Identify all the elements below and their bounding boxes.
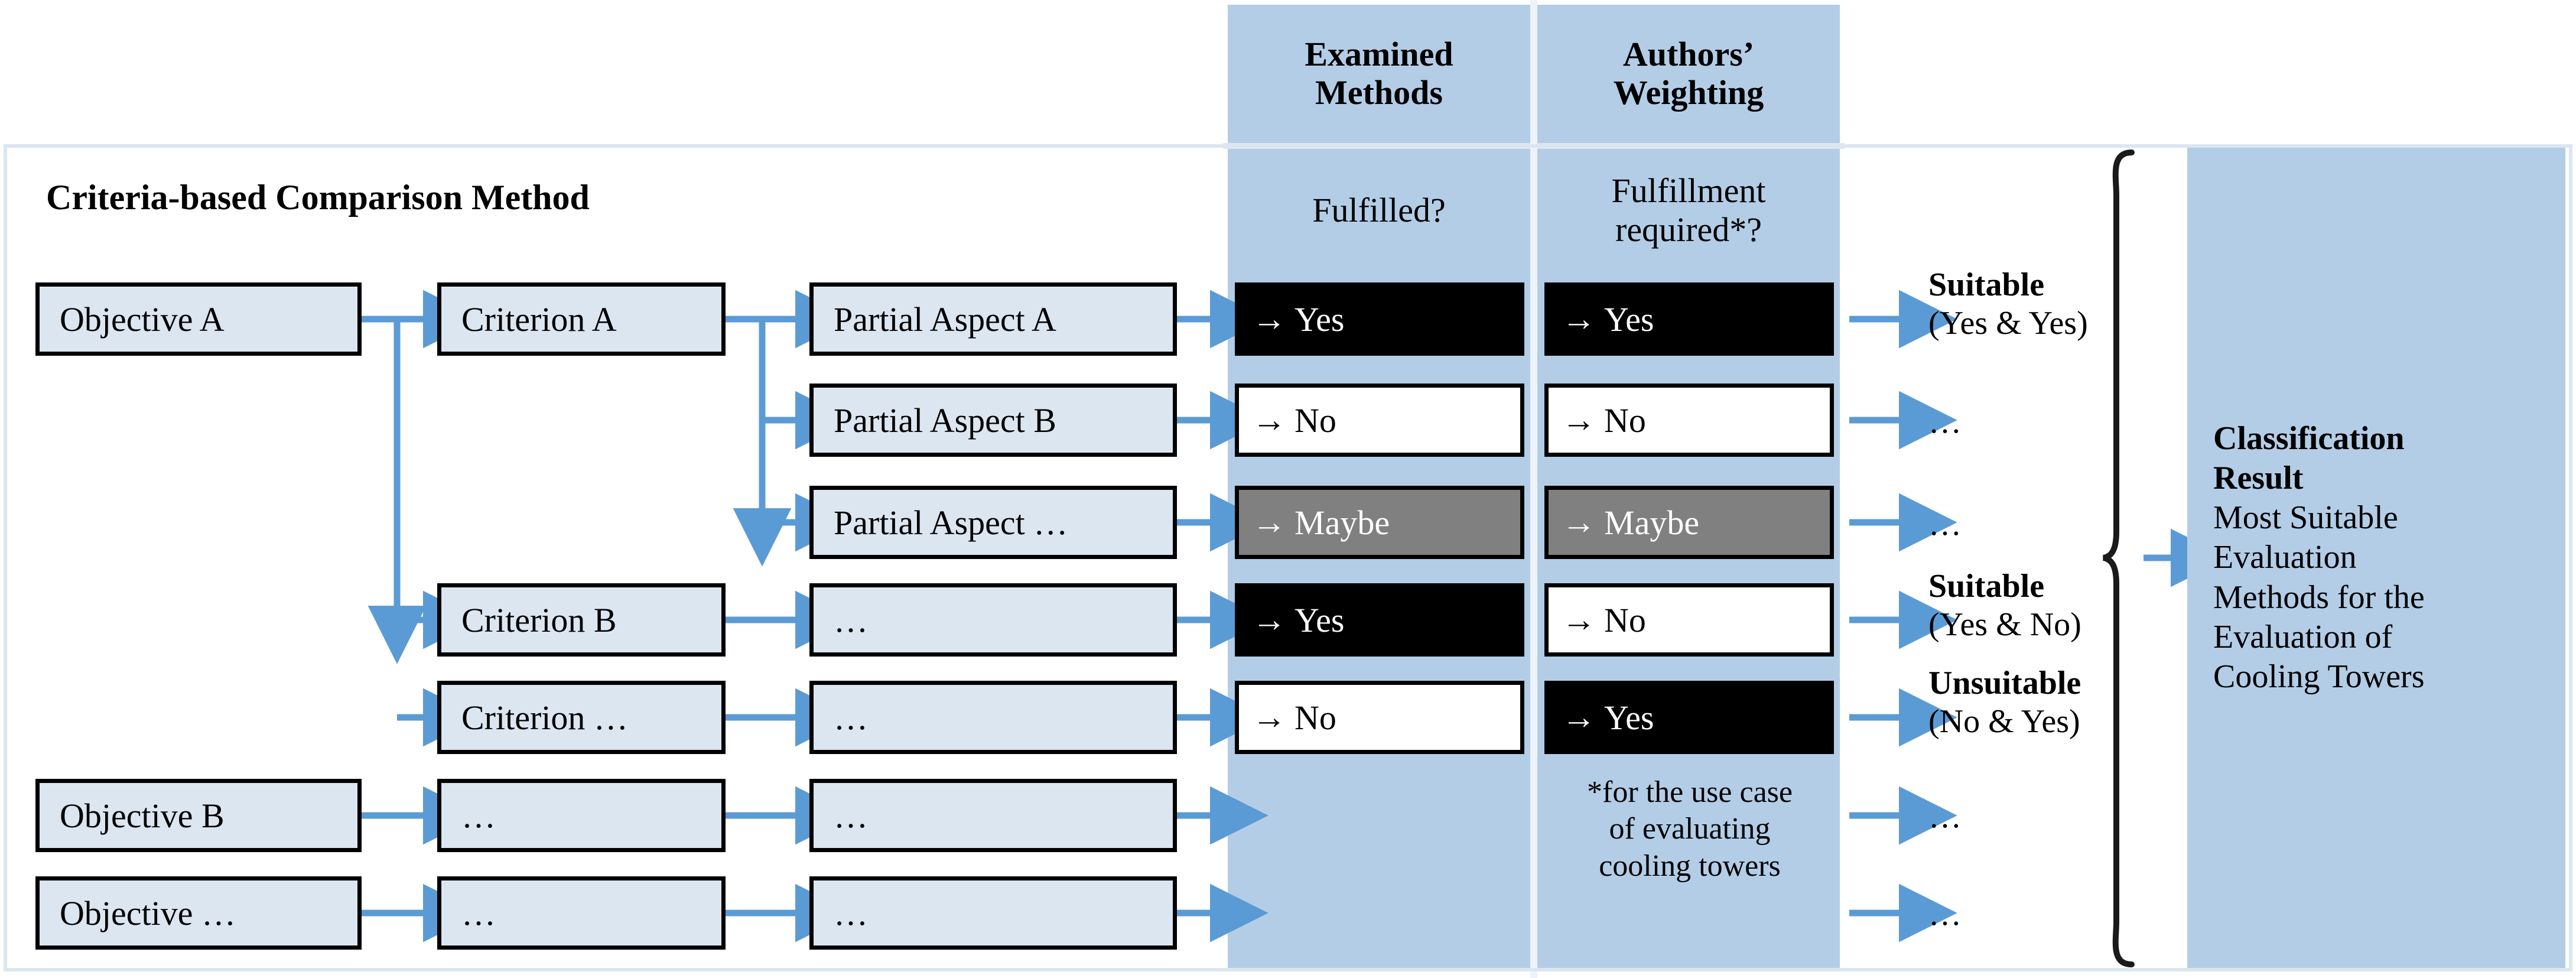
arrow-glyph-icon: → <box>1252 600 1286 639</box>
arrow-glyph-icon: → <box>1252 300 1286 338</box>
cell-value: Maybe <box>1294 503 1390 542</box>
box-criterion-0[interactable]: Criterion A <box>437 282 726 356</box>
box-label: … <box>834 796 868 835</box>
method-frame <box>4 144 2572 971</box>
header-authors-weighting-label: Authors’ Weighting <box>1613 35 1764 112</box>
box-label: … <box>834 893 868 932</box>
cell-examined-2[interactable]: → Maybe <box>1235 486 1524 559</box>
cell-authors-1[interactable]: → No <box>1544 384 1834 457</box>
result-bold: Unsuitable <box>1928 665 2081 701</box>
page-title: Criteria-based Comparison Method <box>46 178 590 217</box>
result-label-1: … <box>1928 404 1962 440</box>
classification-heading: Classification Result <box>2213 420 2405 497</box>
box-partial-aspect-4[interactable]: … <box>809 681 1177 754</box>
arrow-glyph-icon: → <box>1562 503 1596 541</box>
result-label-2: … <box>1928 506 1962 542</box>
cell-examined-4[interactable]: → No <box>1235 681 1524 754</box>
arrow-glyph-icon: → <box>1252 698 1286 736</box>
cell-authors-2[interactable]: → Maybe <box>1544 486 1834 559</box>
cell-value: Yes <box>1294 300 1345 339</box>
box-partial-aspect-3[interactable]: … <box>809 583 1177 657</box>
box-label: Partial Aspect A <box>834 300 1056 339</box>
cell-examined-3[interactable]: → Yes <box>1235 583 1524 657</box>
header-examined-methods-label: Examined Methods <box>1305 35 1453 112</box>
cell-authors-4[interactable]: → Yes <box>1544 681 1834 754</box>
cell-value: No <box>1604 401 1646 440</box>
result-bold: Suitable <box>1928 568 2045 605</box>
cell-examined-0[interactable]: → Yes <box>1235 282 1524 356</box>
box-criterion-4[interactable]: … <box>437 876 726 950</box>
box-label: Objective … <box>60 893 236 932</box>
arrow-glyph-icon: → <box>1562 600 1596 639</box>
result-sub: (Yes & No) <box>1928 606 2081 643</box>
result-label-0: Suitable (Yes & Yes) <box>1928 266 2088 343</box>
cell-examined-1[interactable]: → No <box>1235 384 1524 457</box>
box-label: … <box>461 893 496 932</box>
cell-value: Yes <box>1294 600 1345 639</box>
cell-value: Yes <box>1604 698 1654 737</box>
result-label-4: Unsuitable (No & Yes) <box>1928 664 2081 741</box>
subheader-fulfilled-label: Fulfilled? <box>1312 190 1446 229</box>
cell-value: Yes <box>1604 300 1654 339</box>
box-criterion-3[interactable]: … <box>437 779 726 852</box>
result-sub: (No & Yes) <box>1928 703 2080 740</box>
result-label-6: … <box>1928 896 1962 932</box>
box-label: Objective A <box>60 300 225 339</box>
arrow-glyph-icon: → <box>1562 300 1596 338</box>
arrow-glyph-icon: → <box>1562 698 1596 736</box>
subheader-fulfillment-required-label: Fulfillment required*? <box>1611 171 1766 249</box>
cell-value: Maybe <box>1604 503 1700 542</box>
box-label: Partial Aspect B <box>834 401 1056 440</box>
cell-value: No <box>1604 600 1646 639</box>
box-label: Partial Aspect … <box>834 503 1068 542</box>
header-authors-weighting: Authors’ Weighting <box>1537 5 1840 143</box>
box-label: Criterion A <box>461 300 617 339</box>
box-objective-2[interactable]: Objective … <box>35 876 362 950</box>
result-label-3: Suitable (Yes & No) <box>1928 567 2081 644</box>
cell-value: No <box>1294 401 1336 440</box>
header-examined-methods: Examined Methods <box>1228 5 1530 143</box>
classification-body: Most Suitable Evaluation Methods for the… <box>2213 499 2425 695</box>
footnote-text: *for the use case of evaluating cooling … <box>1587 775 1793 883</box>
classification-result-panel: Classification Result Most Suitable Eval… <box>2187 148 2565 968</box>
result-label-5: … <box>1928 798 1962 835</box>
arrow-glyph-icon: → <box>1562 401 1596 439</box>
box-partial-aspect-6[interactable]: … <box>809 876 1177 950</box>
box-label: … <box>461 796 496 835</box>
box-label: Criterion B <box>461 600 617 639</box>
cell-authors-3[interactable]: → No <box>1544 583 1834 657</box>
box-label: Criterion … <box>461 698 628 737</box>
box-partial-aspect-5[interactable]: … <box>809 779 1177 852</box>
box-label: Objective B <box>60 796 225 835</box>
subheader-fulfillment-required: Fulfillment required*? <box>1537 152 1840 268</box>
result-sub: (Yes & Yes) <box>1928 304 2088 342</box>
box-label: … <box>834 600 868 639</box>
box-objective-0[interactable]: Objective A <box>35 282 362 356</box>
box-partial-aspect-0[interactable]: Partial Aspect A <box>809 282 1177 356</box>
result-bold: Suitable <box>1928 267 2045 303</box>
subheader-fulfilled: Fulfilled? <box>1228 152 1530 268</box>
box-label: … <box>834 698 868 737</box>
box-partial-aspect-2[interactable]: Partial Aspect … <box>809 486 1177 559</box>
box-objective-1[interactable]: Objective B <box>35 779 362 852</box>
box-criterion-1[interactable]: Criterion B <box>437 583 726 657</box>
cell-value: No <box>1294 698 1336 737</box>
cell-authors-0[interactable]: → Yes <box>1544 282 1834 356</box>
box-criterion-2[interactable]: Criterion … <box>437 681 726 754</box>
box-partial-aspect-1[interactable]: Partial Aspect B <box>809 384 1177 457</box>
column-gap <box>1530 0 1537 978</box>
arrow-glyph-icon: → <box>1252 503 1286 541</box>
arrow-glyph-icon: → <box>1252 401 1286 439</box>
